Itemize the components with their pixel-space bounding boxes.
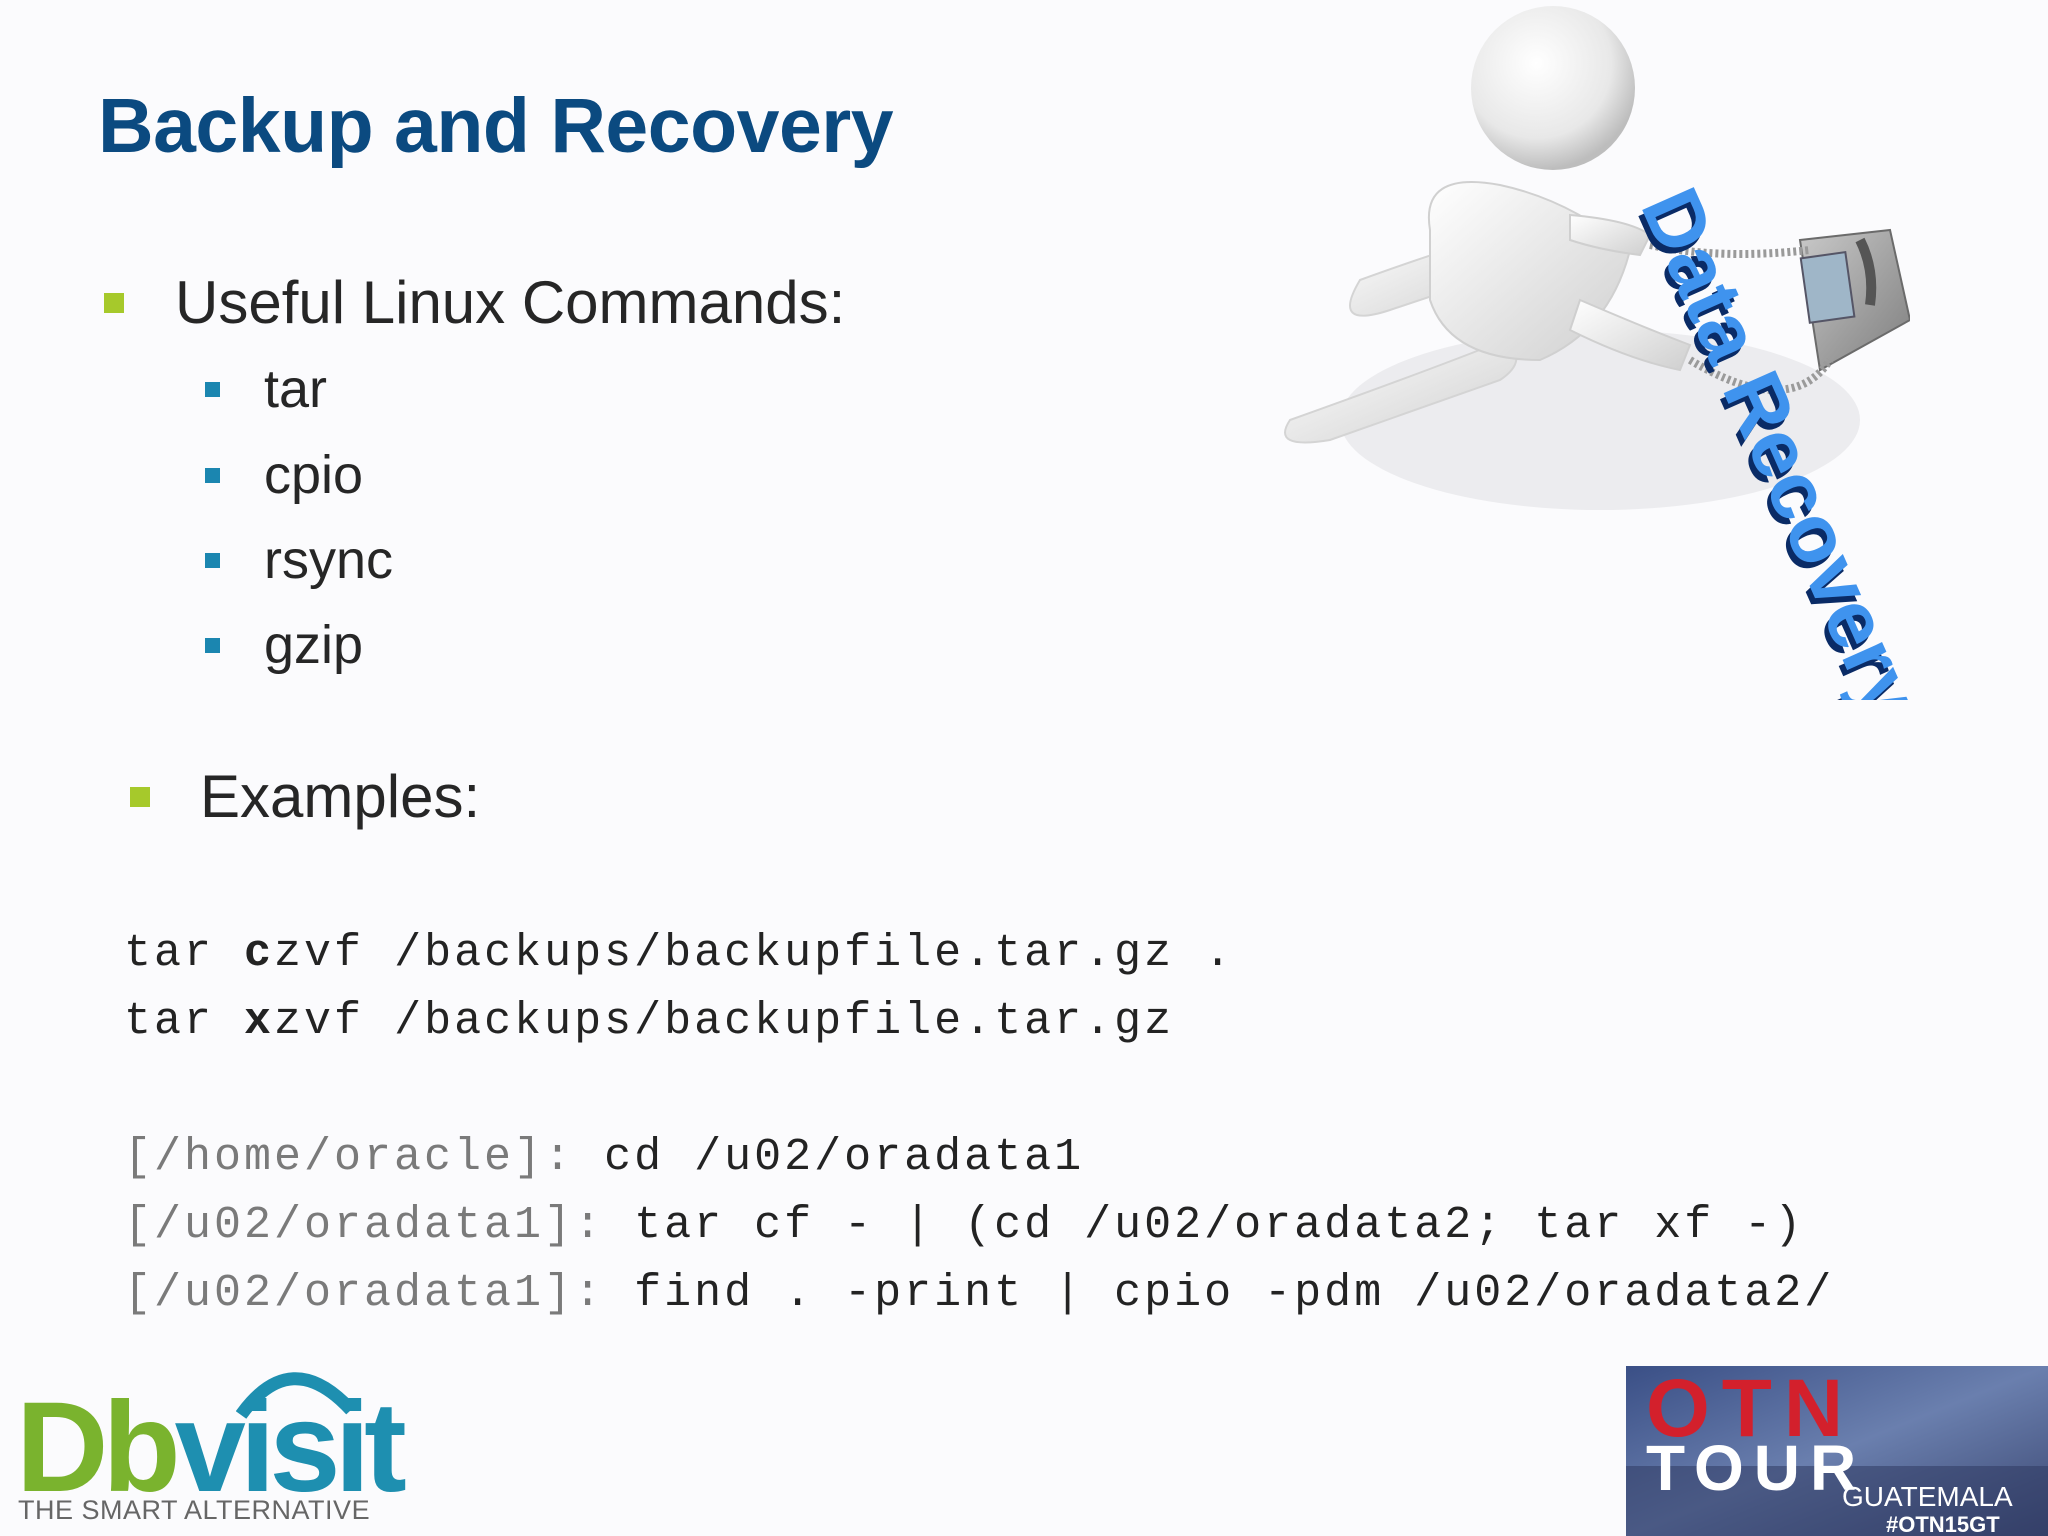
code-text: tar bbox=[124, 996, 245, 1047]
shell-line: [/u02/oradata1]: find . -print | cpio -p… bbox=[124, 1268, 1834, 1319]
code-flag: x bbox=[244, 996, 275, 1047]
shell-line: [/u02/oradata1]: tar cf - | (cd /u02/ora… bbox=[124, 1200, 1804, 1251]
shell-command: find . -print | cpio -pdm /u02/oradata2/ bbox=[604, 1268, 1835, 1319]
badge-hashtag-text: #OTN15GT bbox=[1886, 1512, 2000, 1536]
badge-tour-text: TOUR bbox=[1646, 1432, 1866, 1504]
shell-command: cd /u02/oradata1 bbox=[574, 1132, 1085, 1183]
section-heading: Examples: bbox=[200, 763, 481, 830]
telephone-icon bbox=[1798, 228, 1910, 372]
badge-location-text: GUATEMALA bbox=[1842, 1481, 2013, 1512]
figure-arm bbox=[1569, 213, 1652, 257]
command-name: rsync bbox=[264, 530, 394, 590]
bullet-square-icon bbox=[104, 292, 124, 313]
bullet-square-icon bbox=[205, 637, 220, 653]
code-line: tar czvf /backups/backupfile.tar.gz . bbox=[124, 928, 1234, 979]
shell-prompt: [/home/oracle]: bbox=[124, 1132, 575, 1183]
bullet-square-icon bbox=[130, 786, 150, 807]
command-name: cpio bbox=[264, 445, 364, 505]
code-text: tar bbox=[124, 928, 245, 979]
bullet-examples: Examples: bbox=[130, 762, 480, 831]
bullet-square-icon bbox=[205, 552, 220, 568]
bullet-useful-commands: Useful Linux Commands: bbox=[104, 268, 845, 337]
code-text: zvf /backups/backupfile.tar.gz bbox=[274, 996, 1175, 1047]
command-name: gzip bbox=[264, 615, 364, 675]
section-heading: Useful Linux Commands: bbox=[175, 269, 846, 336]
dbvisit-logo: Dbvisit THE SMART ALTERNATIVE bbox=[16, 1360, 407, 1530]
code-text: zvf /backups/backupfile.tar.gz . bbox=[274, 928, 1235, 979]
list-item: rsync bbox=[205, 529, 393, 591]
list-item: tar bbox=[205, 358, 327, 420]
shell-line: [/home/oracle]: cd /u02/oradata1 bbox=[124, 1132, 1084, 1183]
code-line: tar xzvf /backups/backupfile.tar.gz bbox=[124, 996, 1174, 1047]
badge-otn-text: OTN bbox=[1646, 1366, 1855, 1454]
logo-wordmark: Dbvisit bbox=[16, 1384, 407, 1512]
command-name: tar bbox=[264, 359, 328, 419]
logo-tagline: THE SMART ALTERNATIVE bbox=[18, 1495, 371, 1525]
code-flag: c bbox=[244, 928, 275, 979]
badge-background-stripe bbox=[1626, 1466, 2048, 1536]
otn-tour-badge: OTN TOUR GUATEMALA #OTN15GT bbox=[1626, 1366, 2048, 1536]
shell-command: tar cf - | (cd /u02/oradata2; tar xf -) bbox=[604, 1200, 1805, 1251]
figure-head bbox=[1471, 6, 1635, 170]
bullet-square-icon bbox=[205, 381, 220, 397]
bullet-square-icon bbox=[205, 467, 220, 483]
shell-prompt: [/u02/oradata1]: bbox=[124, 1200, 605, 1251]
list-item: cpio bbox=[205, 444, 363, 506]
shell-prompt: [/u02/oradata1]: bbox=[124, 1268, 605, 1319]
logo-arc-icon bbox=[236, 1372, 356, 1419]
logo-wordmark-db: Db bbox=[16, 1376, 181, 1519]
phone-cord bbox=[1649, 241, 1811, 258]
figure-arm bbox=[1568, 298, 1692, 372]
slide-title: Backup and Recovery bbox=[98, 83, 894, 169]
phone-cord bbox=[1687, 356, 1834, 394]
logo-wordmark-visit: visit bbox=[174, 1376, 407, 1519]
list-item: gzip bbox=[205, 614, 363, 676]
data-recovery-illustration: Data Recovery Data Recovery bbox=[1284, 6, 1910, 700]
